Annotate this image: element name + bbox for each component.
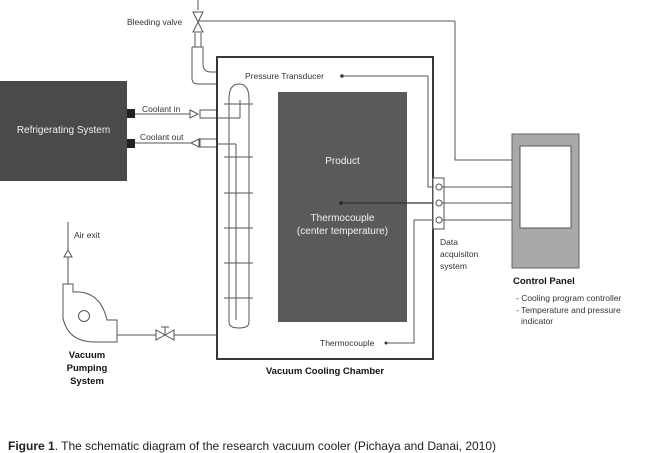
vacuum-pumping-label-3: System	[70, 376, 104, 387]
bleeding-valve-label: Bleeding valve	[127, 17, 183, 27]
center-thermocouple-label: Thermocouple	[310, 213, 375, 224]
data-acquisition-label-1: Data	[440, 237, 458, 247]
refrigerating-system-block	[0, 81, 127, 181]
control-panel-item-2: - Temperature and pressure	[516, 305, 621, 315]
coolant-out-label: Coolant out	[140, 132, 184, 142]
vacuum-pumping-label-2: Pumping	[66, 363, 108, 374]
data-acquisition-label-3: system	[440, 261, 467, 271]
thermocouple-wire	[386, 219, 437, 344]
daq-terminal-2	[435, 199, 443, 207]
cooling-coil	[228, 83, 250, 329]
bleeding-to-panel-wire	[454, 21, 512, 161]
coolant-in-port	[127, 109, 135, 118]
center-temperature-label: (center temperature)	[296, 226, 389, 237]
vacuum-cooling-chamber-label: Vacuum Cooling Chamber	[265, 366, 385, 377]
bleeding-pipe-elbow	[191, 46, 217, 85]
refrigerating-system-label: Refrigerating System	[16, 125, 111, 136]
control-panel-label: Control Panel	[513, 276, 575, 287]
coolant-in-label: Coolant in	[142, 104, 181, 114]
coil-fins	[224, 103, 253, 299]
coolant-in-fitting	[199, 109, 218, 119]
daq-terminal-3	[435, 216, 443, 224]
product-label: Product	[325, 156, 360, 167]
pump-impeller-icon	[78, 310, 90, 322]
product-block	[278, 92, 407, 322]
pressure-transducer-label: Pressure Transducer	[245, 71, 324, 81]
thermocouple-label: Thermocouple	[320, 338, 375, 348]
vacuum-pumping-label-1: Vacuum	[68, 350, 106, 361]
air-exit-arrow-icon	[63, 248, 73, 258]
coolant-out-arrow-icon	[189, 138, 200, 148]
figure-number: Figure 1	[8, 439, 55, 453]
coolant-out-fitting	[199, 138, 218, 148]
control-panel-item-3: indicator	[521, 316, 554, 326]
figure-caption: Figure 1. The schematic diagram of the r…	[8, 439, 496, 453]
vacuum-pump-icon	[62, 283, 118, 343]
figure-caption-text: . The schematic diagram of the research …	[54, 439, 497, 453]
control-panel-item-1: - Cooling program controller	[516, 293, 622, 303]
control-panel-screen	[519, 145, 572, 229]
coolant-out-port	[127, 139, 135, 148]
data-acquisition-label-2: acquisiton	[440, 249, 479, 259]
bleeding-valve-icon	[192, 11, 204, 33]
daq-terminal-1	[435, 183, 443, 191]
coolant-in-arrow-icon	[189, 109, 200, 119]
air-exit-label: Air exit	[74, 230, 100, 240]
